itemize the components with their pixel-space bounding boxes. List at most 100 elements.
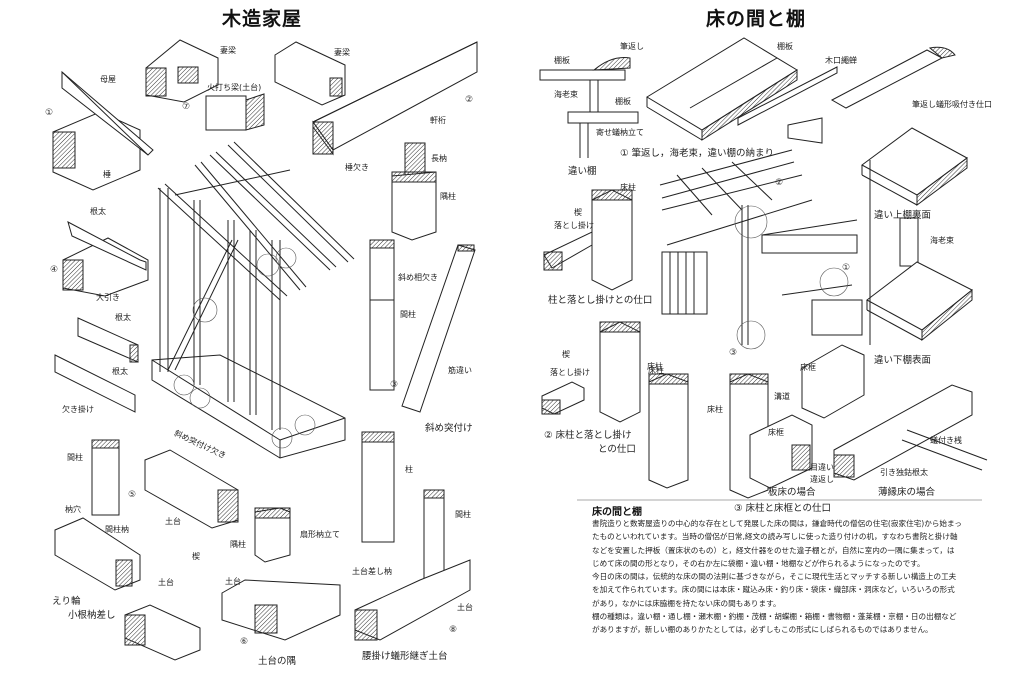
label-otoshigake-2: 落とし掛け	[550, 368, 590, 377]
label-sumibashira: 隅柱	[440, 192, 456, 201]
label-oobiki: 大引き	[96, 293, 120, 302]
label-tokobashira-2: 床柱	[647, 362, 663, 371]
label-dodai-2: 土台	[158, 578, 174, 587]
label-hozoana: 枘穴	[65, 505, 81, 514]
label-koguchi: 木口繩蝉	[825, 56, 857, 65]
page-title-right: 床の間と棚	[706, 8, 807, 30]
label-tokogamachi-2: 床框	[800, 363, 816, 372]
label-meai-2: 違返し	[810, 475, 834, 484]
upper-shelf-underside	[861, 127, 973, 342]
caption-chigaidana: 違い棚	[568, 166, 597, 177]
label-taruki-kaki: 棰欠き	[345, 163, 369, 172]
label-nokigeta: 軒桁	[430, 116, 446, 125]
room-marker-3: ③	[729, 348, 738, 358]
fig-number-5: ⑤	[128, 490, 137, 500]
fig5-stud-sill	[54, 439, 239, 661]
fig-number-2: ②	[465, 95, 474, 105]
caption-koshikake: 腰掛け蟻形継ぎ土台	[362, 651, 448, 662]
section-title: 床の間と棚	[592, 507, 642, 518]
shelf-board-groove	[646, 37, 956, 144]
caption-hashira-otoshi: 柱と落とし掛けとの仕口	[548, 295, 653, 306]
label-mizo: 溝道	[774, 392, 790, 401]
label-sumibashira-2: 隅柱	[230, 540, 246, 549]
fig3-post-tokogamachi	[648, 344, 988, 499]
fig1-shelf-section	[539, 57, 639, 158]
label-meai: 目違い	[810, 463, 834, 472]
room-marker-2: ②	[775, 178, 784, 188]
caption-fig3: ③ 床柱と床框との仕口	[734, 503, 831, 514]
caption-dodai-sumi: 土台の隅	[258, 656, 297, 667]
paragraph-1: 書院造りと数寄屋造りの中心的な存在として発展した床の間は，鎌倉時代の僧侶の住宅(…	[592, 519, 962, 568]
label-taruki: 棰	[103, 170, 111, 179]
corner-post-tenon	[391, 142, 437, 241]
fig-number-3: ③	[390, 380, 399, 390]
house-frame	[151, 141, 355, 459]
fig-number-6: ⑥	[240, 637, 249, 647]
gable-beam	[274, 41, 346, 106]
label-hiuchi: 火打ち梁(土台)	[207, 83, 262, 92]
label-hashira: 柱	[405, 465, 413, 474]
wooden-house-drawings	[52, 39, 478, 661]
tokonoma-drawings	[539, 37, 988, 501]
paragraph-3: 棚の種類は，違い棚・通し棚・瀬木棚・釣棚・茂棚・胡蝶棚・箱棚・書物棚・蓬莱棚・京…	[592, 612, 957, 635]
label-yose-ari: 寄せ蟻枘立て	[596, 128, 644, 137]
label-dodai-3: 土台	[225, 577, 241, 586]
fig-number-8: ⑧	[449, 625, 458, 635]
label-dodai-1: 土台	[165, 517, 181, 526]
label-kakikake: 欠き掛け	[62, 405, 94, 414]
fig-number-4: ④	[50, 265, 59, 275]
label-ari-sen: 蟻付き桟	[930, 436, 962, 445]
fig-number-1: ①	[45, 108, 54, 118]
caption-fig2b: との仕口	[598, 444, 636, 455]
fig3-stud-brace	[369, 239, 476, 413]
label-neda-3: 根太	[112, 367, 128, 376]
body-text: 書院造りと数寄屋造りの中心的な存在として発展した床の間は，鎌倉時代の僧侶の住宅(…	[592, 517, 962, 637]
label-tokobashira-3: 床柱	[648, 366, 664, 375]
label-tanaita-1: 棚板	[554, 56, 570, 65]
label-nagahozo: 長枘	[431, 154, 447, 163]
label-neda-1: 根太	[90, 207, 106, 216]
caption-eriwa: えり輪	[52, 596, 81, 607]
label-kusabi: 楔	[192, 552, 200, 561]
caption-ue-ura: 違い上棚裏面	[874, 210, 932, 221]
label-neda-2: 根太	[115, 313, 131, 322]
label-kusabi-2: 楔	[562, 350, 570, 359]
fig2-eave-girder	[312, 41, 478, 156]
label-mabashira-2: 間柱	[67, 453, 83, 462]
fig1-rafter-purlin-joint	[52, 70, 154, 191]
label-tokobashira-4: 床柱	[707, 405, 723, 414]
caption-tatami: 薄縁床の場合	[878, 487, 936, 498]
paragraph-2: 今日の床の間は，伝統的な床の間の法則に基づきながら，そこに現代生活とマッチする新…	[592, 572, 957, 608]
left-page-wooden-house: 木造家屋	[45, 8, 478, 667]
label-senbi: 扇形枘立て	[300, 530, 340, 539]
label-fudegaeshi: 筆返し	[620, 42, 644, 51]
label-hikitsuke: 引き独鈷根太	[880, 468, 928, 477]
label-otoshigake-1: 落とし掛け	[554, 221, 594, 230]
caption-kone-hozo: 小根枘差し	[68, 610, 116, 621]
label-fude-ari: 筆返し蟻形吸付き仕口	[912, 100, 992, 109]
label-dodai-4: 土台	[457, 603, 473, 612]
label-tanaita-2: 棚板	[615, 97, 631, 106]
room-marker-1: ①	[842, 263, 851, 273]
label-ebizuka-2: 海老束	[930, 236, 954, 245]
label-mabashira-1: 間柱	[400, 310, 416, 319]
fig4-floor-joist-sill	[54, 221, 149, 413]
fig2-post-otoshigake	[541, 189, 641, 423]
caption-shita-omote: 違い下棚表面	[874, 355, 932, 366]
label-dodai-sashi: 土台差し枘	[352, 567, 392, 576]
tokonoma-room-perspective	[659, 149, 871, 350]
label-ebizuka: 海老束	[554, 90, 578, 99]
fig-number-7: ⑦	[182, 102, 191, 112]
label-tsumabari-a: 妻梁	[220, 46, 236, 55]
caption-fig2a: ② 床柱と落とし掛け	[544, 430, 632, 441]
label-mabashira-hozo: 間柱枘	[105, 525, 129, 534]
page-title-left: 木造家屋	[222, 8, 303, 30]
fig6-sill-corner	[221, 507, 341, 641]
fig8-post-sill-joint	[354, 431, 471, 641]
fig7-beam	[145, 39, 265, 131]
label-tanaita-3: 棚板	[777, 42, 793, 51]
caption-naname-tsukitsuke: 斜め突付け	[425, 423, 473, 434]
label-tokogamachi-1: 床框	[768, 428, 784, 437]
right-page-tokonoma-shelves: 床の間と棚	[512, 0, 1024, 683]
label-sujikai: 筋違い	[448, 366, 472, 375]
